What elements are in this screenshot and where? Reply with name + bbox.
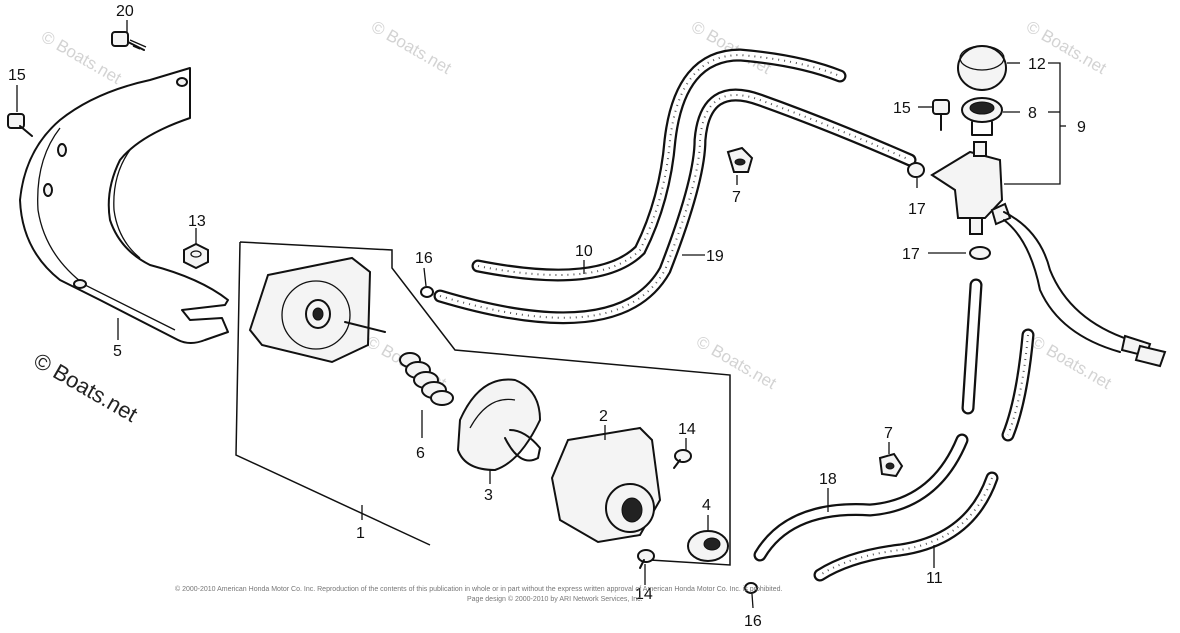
part-13-nut xyxy=(183,242,209,270)
callout-17: 17 xyxy=(902,246,920,263)
assembly-frame xyxy=(235,241,731,566)
part-9-sensor-assembly xyxy=(930,141,1167,368)
callout-15: 15 xyxy=(893,100,911,117)
callout-16: 16 xyxy=(744,613,762,630)
callout-14: 14 xyxy=(678,421,696,438)
part-2-pump-body xyxy=(550,426,662,544)
hose-vertical-short xyxy=(961,278,983,415)
part-8-ring xyxy=(961,97,1003,136)
callout-5: 5 xyxy=(113,343,122,360)
callout-7: 7 xyxy=(732,189,741,206)
callout-14: 14 xyxy=(635,586,653,603)
callout-17: 17 xyxy=(908,201,926,218)
copyright-line-2: Page design © 2000-2010 by ARI Network S… xyxy=(467,595,643,603)
callout-3: 3 xyxy=(484,487,493,504)
hose-vertical-right xyxy=(1001,328,1035,442)
copyright-line-1: © 2000-2010 American Honda Motor Co. Inc… xyxy=(175,585,783,593)
part-17-clamp-upper xyxy=(907,162,925,178)
callout-12: 12 xyxy=(1028,56,1046,73)
callout-9: 9 xyxy=(1077,119,1086,136)
callout-10: 10 xyxy=(575,243,593,260)
part-11-hose xyxy=(813,471,999,582)
part-15-bolt-left xyxy=(7,113,33,137)
callout-6: 6 xyxy=(416,445,425,462)
part-4-cap xyxy=(687,530,729,562)
callout-1: 1 xyxy=(356,525,365,542)
part-16-clamp-lower xyxy=(744,582,758,594)
callout-8: 8 xyxy=(1028,105,1037,122)
part-7-clip-upper xyxy=(726,146,754,173)
part-5-bracket xyxy=(19,67,229,344)
callout-19: 19 xyxy=(706,248,724,265)
part-6-spring xyxy=(399,352,454,406)
watermark: © Boats.net xyxy=(368,17,455,78)
part-3-diaphragm xyxy=(456,378,542,472)
part-20-bolt xyxy=(111,31,147,51)
callout-20: 20 xyxy=(116,3,134,20)
pump-cover-top xyxy=(248,256,386,364)
part-14-screw-lower xyxy=(637,549,655,569)
callout-7: 7 xyxy=(884,425,893,442)
leader-lines xyxy=(16,20,1066,609)
watermark: © Boats.net xyxy=(693,332,780,393)
part-17-clamp-lower xyxy=(969,246,991,260)
callout-18: 18 xyxy=(819,471,837,488)
callout-16: 16 xyxy=(415,250,433,267)
part-10-hose xyxy=(471,48,847,282)
part-16-clamp-upper xyxy=(420,286,434,298)
callout-labels: 20 15 5 13 16 10 19 7 15 12 8 9 17 17 6 … xyxy=(8,3,1086,630)
part-15-bolt-right xyxy=(932,99,950,131)
part-18-hose xyxy=(753,433,969,562)
callout-11: 11 xyxy=(926,570,943,587)
watermark-prominent: © Boats.net xyxy=(30,348,142,427)
callout-13: 13 xyxy=(188,213,206,230)
part-14-screw-upper xyxy=(673,449,692,469)
part-19-hose xyxy=(433,88,917,325)
part-12-cap xyxy=(957,45,1007,91)
callout-4: 4 xyxy=(702,497,711,514)
part-7-clip-lower xyxy=(878,452,904,478)
watermark: © Boats.net xyxy=(1028,332,1115,393)
copyright-notice: © 2000-2010 American Honda Motor Co. Inc… xyxy=(175,585,783,603)
callout-2: 2 xyxy=(599,408,608,425)
callout-15: 15 xyxy=(8,67,26,84)
